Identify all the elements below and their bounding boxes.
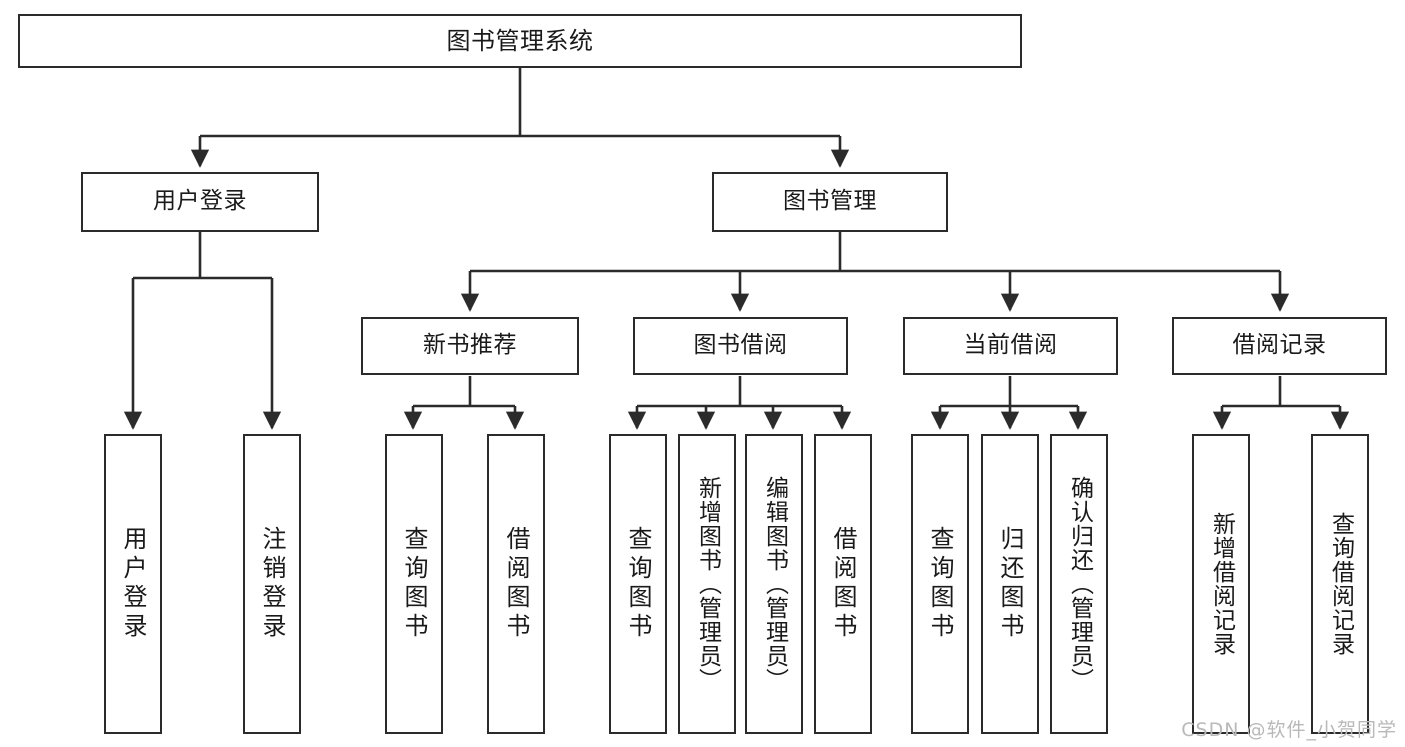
csdn-watermark: CSDN @软件_小贺同学 (1181, 719, 1397, 741)
node-root-label: 图书管理系统 (446, 26, 594, 55)
node-leaf-rec-borrow-book-label: 借阅图书 (502, 526, 530, 642)
node-book-manage[interactable]: 图书管理 (712, 172, 948, 232)
node-book-manage-label: 图书管理 (783, 188, 877, 215)
node-book-borrow-label: 图书借阅 (693, 332, 788, 359)
node-leaf-edit-book-admin-label: 编辑图书（管理员） (761, 476, 788, 692)
node-leaf-cur-query-book-label: 查询图书 (926, 526, 954, 642)
node-user-login[interactable]: 用户登录 (81, 172, 319, 232)
node-leaf-return-book[interactable]: 归还图书 (981, 434, 1039, 734)
node-leaf-add-borrow-record-label: 新增借阅记录 (1208, 512, 1235, 656)
node-leaf-user-login[interactable]: 用户登录 (104, 434, 162, 734)
node-leaf-add-book-admin[interactable]: 新增图书（管理员） (678, 434, 736, 734)
node-leaf-rec-borrow-book[interactable]: 借阅图书 (487, 434, 545, 734)
node-root[interactable]: 图书管理系统 (18, 14, 1022, 68)
node-leaf-confirm-return-admin-label: 确认归还（管理员） (1066, 476, 1093, 692)
node-leaf-borrow-book-label: 借阅图书 (829, 526, 857, 642)
node-leaf-add-borrow-record[interactable]: 新增借阅记录 (1192, 434, 1250, 734)
node-leaf-edit-book-admin[interactable]: 编辑图书（管理员） (745, 434, 803, 734)
node-leaf-cur-query-book[interactable]: 查询图书 (911, 434, 969, 734)
node-user-login-label: 用户登录 (153, 188, 247, 215)
node-leaf-user-logout-label: 注销登录 (258, 526, 286, 642)
node-leaf-borrow-query-book-label: 查询图书 (624, 526, 652, 642)
node-leaf-rec-query-book-label: 查询图书 (400, 526, 428, 642)
node-book-borrow[interactable]: 图书借阅 (633, 317, 848, 375)
node-leaf-add-book-admin-label: 新增图书（管理员） (694, 476, 721, 692)
node-borrow-record-label: 借阅记录 (1232, 332, 1327, 359)
node-current-borrow[interactable]: 当前借阅 (903, 317, 1118, 375)
node-current-borrow-label: 当前借阅 (963, 332, 1058, 359)
node-leaf-confirm-return-admin[interactable]: 确认归还（管理员） (1050, 434, 1108, 734)
node-leaf-query-borrow-record[interactable]: 查询借阅记录 (1311, 434, 1369, 734)
node-new-book-rec-label: 新书推荐 (423, 332, 517, 359)
node-leaf-borrow-book[interactable]: 借阅图书 (814, 434, 872, 734)
node-leaf-user-logout[interactable]: 注销登录 (243, 434, 301, 734)
node-leaf-return-book-label: 归还图书 (996, 526, 1024, 642)
node-new-book-rec[interactable]: 新书推荐 (361, 317, 579, 375)
node-leaf-rec-query-book[interactable]: 查询图书 (385, 434, 443, 734)
node-borrow-record[interactable]: 借阅记录 (1172, 317, 1387, 375)
node-leaf-borrow-query-book[interactable]: 查询图书 (609, 434, 667, 734)
node-leaf-user-login-label: 用户登录 (119, 526, 147, 642)
node-leaf-query-borrow-record-label: 查询借阅记录 (1327, 512, 1354, 656)
